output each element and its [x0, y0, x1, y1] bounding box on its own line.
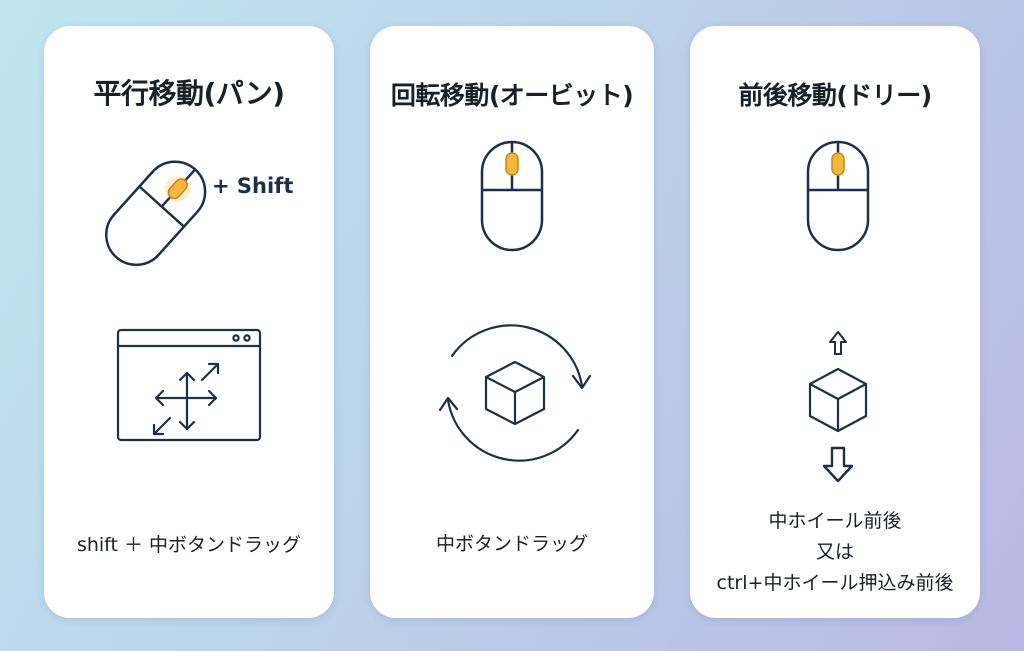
- dolly-caption-line-1: 中ホイール前後: [768, 510, 902, 532]
- orbit-card: 回転移動(オービット) 中ボタンドラッグ: [370, 26, 654, 618]
- dolly-title: 前後移動(ドリー): [738, 81, 932, 110]
- pan-card: 平行移動(パン) + Shift s: [44, 26, 334, 618]
- window-move-icon: [116, 328, 262, 442]
- mouse-icon: [806, 140, 870, 252]
- dolly-caption: 中ホイール前後 又は ctrl+中ホイール押込み前後: [690, 506, 980, 599]
- cube-icon: [484, 360, 546, 426]
- mouse-icon: [480, 140, 544, 252]
- shift-modifier-label: + Shift: [212, 174, 294, 198]
- dolly-caption-line-2: 又は: [815, 541, 854, 563]
- arrow-down-icon: [822, 446, 854, 483]
- pan-title: 平行移動(パン): [93, 77, 286, 110]
- dolly-caption-line-3: ctrl+中ホイール押込み前後: [716, 572, 954, 594]
- pan-caption: shift ＋ 中ボタンドラッグ: [76, 534, 302, 556]
- orbit-caption: 中ボタンドラッグ: [435, 533, 588, 555]
- arrow-up-icon: [829, 331, 847, 355]
- cube-icon: [808, 367, 868, 433]
- orbit-title: 回転移動(オービット): [390, 81, 634, 110]
- orbit-arrows-icon: [438, 324, 592, 462]
- mouse-icon: [105, 160, 207, 267]
- dolly-card: 前後移動(ドリー) 中ホイール前後 又は ctrl+中ホイール押込み前後: [690, 26, 980, 618]
